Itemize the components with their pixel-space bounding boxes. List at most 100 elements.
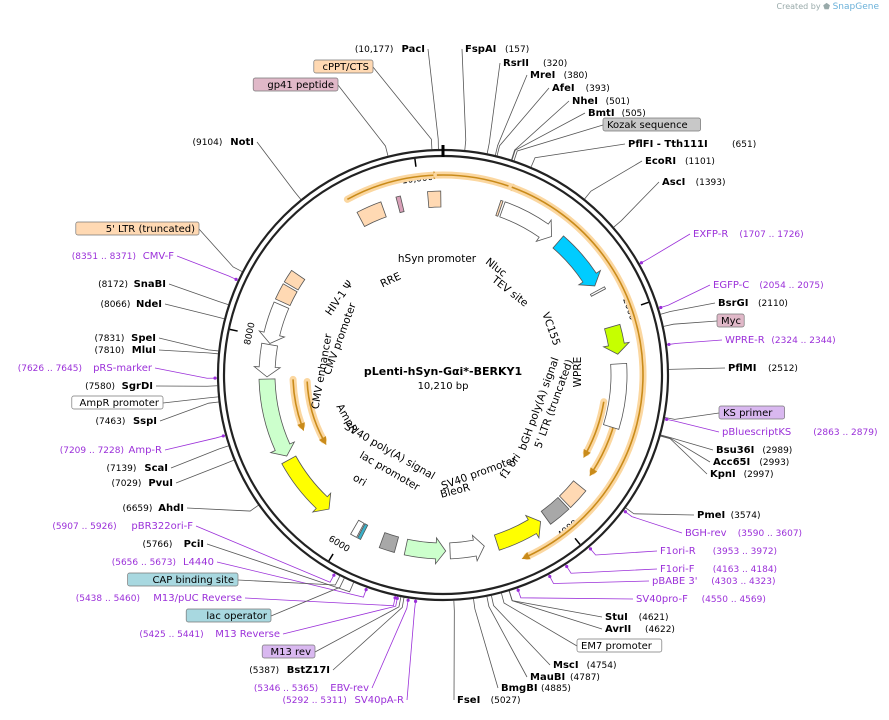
feature-lacp[interactable] [350,519,365,538]
feature-label: WPRE [572,357,584,388]
site-label[interactable]: RsrII(320) [503,58,567,69]
site-label[interactable]: SnaBI(8172) [98,279,166,290]
feature-gp41[interactable] [395,195,405,214]
site-label[interactable]: 5' LTR (truncated) [75,221,200,236]
site-label[interactable]: PflFI - Tth111I(651) [628,139,756,150]
site-label[interactable]: SV40pA-R(5292 .. 5311) [283,695,405,706]
site-label[interactable]: PflMI(2512) [728,363,798,374]
site-label[interactable]: F1ori-F(4163 .. 4184) [660,564,777,575]
site-label[interactable]: AhdI(6659) [122,503,184,514]
feature-bghpa[interactable] [540,496,570,525]
site-name: M13 Reverse [215,629,280,640]
site-label[interactable]: pBluescriptKS(2863 .. 2879) [722,427,877,438]
leader-line [658,284,711,309]
site-label[interactable]: NotI(9104) [192,137,254,148]
site-label[interactable]: MauBI(4787) [530,672,600,683]
feature-kozak[interactable] [495,199,504,217]
site-label[interactable]: WPRE-R(2324 .. 2344) [725,335,836,346]
site-label[interactable]: BmgBI(4885) [501,683,571,694]
site-label[interactable]: MscI(4754) [553,660,617,671]
site-label[interactable]: M13 rev [261,644,316,659]
site-label[interactable]: SgrDI(7580) [85,381,153,392]
site-label[interactable]: EcoRI(1101) [645,156,715,167]
site-label[interactable]: NdeI(8066) [100,299,162,310]
site-label[interactable]: Amp-R(7209 .. 7228) [60,445,162,456]
site-label[interactable]: BGH-rev(3590 .. 3607) [685,528,802,539]
site-label[interactable]: PciI(5766) [142,539,204,550]
site-box [716,313,745,328]
site-position: (2863 .. 2879) [813,428,877,438]
feature-nluc[interactable] [552,235,602,287]
site-label[interactable]: EXFP-R(1707 .. 1726) [693,229,804,240]
site-label[interactable]: AfeI(393) [552,83,610,94]
site-label[interactable]: Bsu36I(2989) [716,445,792,456]
feature-cppt[interactable] [427,190,442,209]
feature-sv40pa[interactable] [378,532,400,553]
site-label[interactable]: pBABE 3'(4303 .. 4323) [652,576,775,587]
leader-line [168,283,229,306]
feature-cmvp[interactable] [258,301,290,344]
site-name: BmtI [588,108,615,119]
feature-sv40p[interactable] [449,534,485,563]
site-label[interactable]: EGFP-C(2054 .. 2075) [713,280,824,291]
site-label[interactable]: Myc [716,313,745,328]
feature-vc155[interactable] [602,323,631,355]
feature-psi[interactable] [283,269,306,291]
site-label[interactable]: gp41 peptide [252,77,339,92]
feature-bleor[interactable] [403,536,447,566]
site-label[interactable]: SpeI(7831) [94,333,156,344]
feature-rre[interactable] [356,201,387,228]
site-label[interactable]: pBR322ori-F(5907 .. 5926) [52,521,193,532]
site-label[interactable]: AvrII(4622) [605,624,675,635]
site-label[interactable]: FspAI(157) [465,44,529,55]
feature-cmve[interactable] [252,342,282,378]
feature-cap[interactable] [356,523,369,541]
site-label[interactable]: Acc65I(2993) [713,457,789,468]
site-label[interactable]: AscI(1393) [662,177,726,188]
feature-ampr[interactable] [258,378,296,457]
site-label[interactable]: lac operator [185,608,272,623]
site-label[interactable]: CMV-F(8351 .. 8371) [72,251,175,262]
site-label[interactable]: SspI(7463) [95,416,157,427]
feature-hsyn[interactable] [499,201,552,243]
site-label[interactable]: cPPT/CTS [313,59,374,74]
site-label[interactable]: MreI(380) [530,70,588,81]
leader-line [666,339,723,346]
feature-ltr5t[interactable] [558,480,587,509]
site-label[interactable]: EM7 promoter [576,638,663,653]
site-label[interactable]: SV40pro-F(4550 .. 4569) [636,594,766,605]
site-label[interactable]: PvuI(7029) [111,478,173,489]
site-label[interactable]: EBV-rev(5346 .. 5365) [254,683,369,694]
feature-tev[interactable] [589,286,607,297]
site-label[interactable]: BstZ17I(5387) [249,665,330,676]
site-label[interactable]: AmpR promoter [71,395,164,410]
site-label[interactable]: PacI(10,177) [355,44,425,55]
feature-f1ori[interactable] [493,514,542,551]
site-position: (4622) [645,625,675,635]
site-label[interactable]: M13 Reverse(5425 .. 5441) [139,629,280,640]
feature-ori[interactable] [281,455,332,513]
site-label[interactable]: pRS-marker(7626 .. 7645) [18,363,153,374]
site-label[interactable]: L4440(5656 .. 5673) [112,557,214,568]
site-position: (4885) [541,684,571,694]
site-label[interactable]: KpnI(2997) [710,469,774,480]
site-label[interactable]: Kozak sequence [602,117,701,132]
site-label[interactable]: FseI(5027) [457,695,521,706]
site-label[interactable]: M13/pUC Reverse(5438 .. 5460) [76,593,242,604]
site-label[interactable]: NheI(501) [572,96,630,107]
site-name: pBR322ori-F [131,521,193,532]
site-label[interactable]: F1ori-R(3953 .. 3972) [660,546,777,557]
site-name: lac operator [206,611,267,622]
feature-ltr5[interactable] [274,283,298,307]
site-label[interactable]: KS primer [718,405,785,420]
site-label[interactable]: PmeI(3574) [697,510,761,521]
feature-wpre[interactable] [602,362,628,430]
credit-prefix: Created by [776,2,821,11]
site-label[interactable]: MluI(7810) [94,345,156,356]
site-label[interactable]: ScaI(7139) [106,463,168,474]
site-label[interactable]: BsrGI(2110) [718,298,788,309]
site-label[interactable]: StuI(4621) [605,612,669,623]
site-label[interactable]: CAP binding site [127,572,239,587]
site-label[interactable]: BmtI(505) [588,108,646,119]
